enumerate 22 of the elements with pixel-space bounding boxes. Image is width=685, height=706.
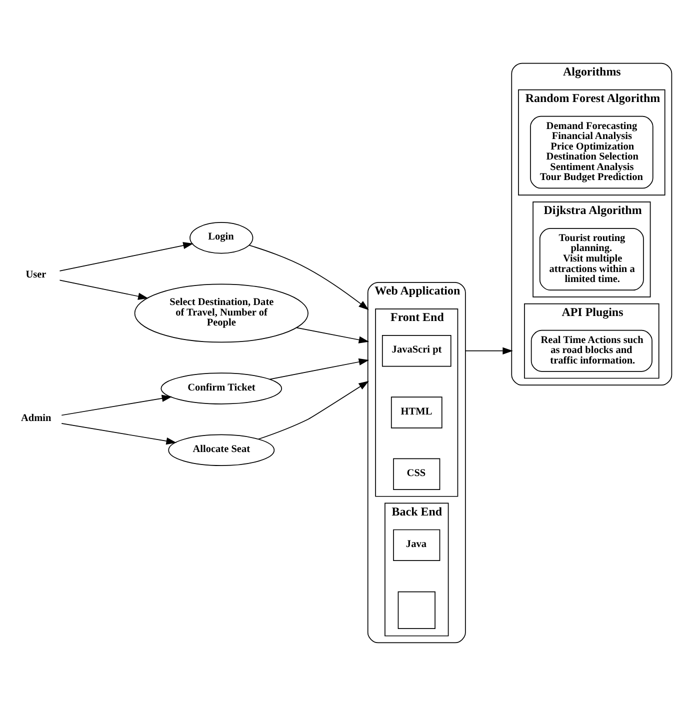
node-box: Demand Forecasting Financial Analysis Price Optimization Destination Selection Sentiment Analysis Tour Budget Prediction bbox=[530, 116, 654, 189]
node-ellipse: Select Destination, Date of Travel, Number of People bbox=[134, 284, 308, 343]
node-box bbox=[398, 591, 436, 630]
node-text: Admin bbox=[21, 413, 52, 424]
arrow bbox=[269, 358, 370, 380]
arrow bbox=[59, 242, 194, 272]
node-ellipse: Allocate Seat bbox=[168, 434, 275, 466]
arrow bbox=[248, 244, 369, 310]
node-box: Real Time Actions such as road blocks and traffic information. bbox=[530, 330, 652, 372]
node-ellipse: Login bbox=[190, 222, 254, 254]
arrow bbox=[258, 380, 369, 440]
arrow bbox=[61, 394, 172, 416]
node-box: Java bbox=[393, 529, 440, 561]
node-box: JavaScri pt bbox=[382, 335, 452, 367]
node-text: User bbox=[26, 269, 46, 280]
arrow bbox=[465, 347, 513, 354]
node-box: CSS bbox=[393, 458, 440, 490]
arrow bbox=[296, 327, 370, 344]
node-box: Tourist routing planning. Visit multiple attractions within a limited time. bbox=[539, 228, 644, 291]
arrow bbox=[59, 280, 148, 300]
arrow bbox=[61, 423, 177, 445]
node-box: HTML bbox=[390, 396, 442, 428]
